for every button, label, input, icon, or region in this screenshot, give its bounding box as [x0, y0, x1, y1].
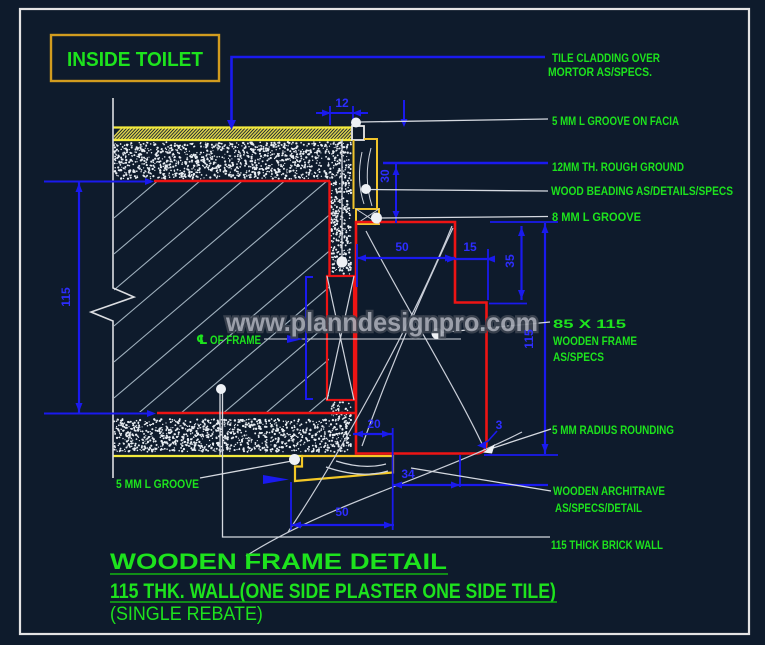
centerline-symbol: ℄: [196, 332, 208, 347]
watermark-text: www.planndesignpro.com: [225, 307, 538, 337]
dim-50-top: 50: [395, 240, 409, 254]
rough-ground-channel: [352, 138, 380, 225]
wall-edge-break-line: [88, 98, 137, 478]
brick-wall-hatch: [114, 182, 329, 412]
centerline-arrow: [287, 335, 303, 343]
title-line2: 115 THK. WALL(ONE SIDE PLASTER ONE SIDE …: [110, 580, 556, 604]
label-architrave-2: AS/SPECS/DETAIL: [555, 501, 642, 515]
dim-15: 15: [463, 240, 477, 254]
dimension-texts: 12 30 50 15 35 115 115 20 3 34 50: [59, 96, 536, 519]
dim-115-left: 115: [59, 287, 73, 307]
dim-34: 34: [401, 467, 415, 481]
white-leader-lines: [199, 118, 552, 538]
dim-115-right: 115: [522, 329, 536, 349]
ground-strip-wood-marks: [326, 275, 355, 401]
label-wood-beading: WOOD BEADING AS/DETAILS/SPECS: [551, 184, 733, 198]
mortar-stipple-texture: [112, 140, 353, 453]
dim-50-bottom: 50: [335, 505, 349, 519]
blue-dimension-arrows: [75, 109, 549, 529]
label-centerline: OF FRAME: [210, 333, 261, 347]
sheet-border: [18, 7, 751, 636]
dim-12: 12: [335, 96, 349, 110]
dim-3: 3: [496, 418, 503, 432]
label-tile-cladding-2: MORTOR AS/SPECS.: [548, 65, 652, 79]
title-line1: WOODEN FRAME DETAIL: [110, 550, 447, 575]
label-brick-wall: 115 THICK BRICK WALL: [551, 538, 663, 552]
dim-35: 35: [503, 254, 517, 268]
title-block: WOODEN FRAME DETAIL 115 THK. WALL(ONE SI…: [110, 550, 557, 625]
label-frame-spec: AS/SPECS: [553, 350, 604, 364]
dim-30: 30: [378, 169, 392, 183]
label-frame-name: WOODEN FRAME: [553, 334, 637, 348]
label-rough-ground: 12MM TH. ROUGH GROUND: [552, 160, 684, 174]
title-line3: (SINGLE REBATE): [110, 603, 263, 625]
label-tile-cladding-1: TILE CLADDING OVER: [552, 51, 660, 65]
leader-dots: [216, 117, 443, 465]
label-groove-5: 5 MM L GROOVE: [116, 477, 199, 491]
inside-toilet-box: [49, 33, 221, 83]
label-radius: 5 MM RADIUS ROUNDING: [552, 423, 674, 437]
inside-toilet-label: INSIDE TOILET: [67, 49, 203, 71]
dim-20: 20: [367, 417, 381, 431]
label-groove-facia: 5 MM L GROOVE ON FACIA: [552, 114, 679, 128]
label-architrave-1: WOODEN ARCHITRAVE: [553, 484, 665, 498]
label-frame-size: 85 X 115: [553, 317, 626, 331]
architrave-grain: [325, 460, 389, 475]
wall-boundary-lines: [154, 179, 355, 415]
ground-strip: [325, 274, 356, 402]
annotation-labels: TILE CLADDING OVER MORTOR AS/SPECS. 5 MM…: [116, 51, 733, 552]
radius-leader-arrow: [483, 444, 495, 454]
label-groove-8: 8 MM L GROOVE: [552, 210, 641, 224]
blue-dimension-lines: [44, 55, 558, 530]
tile-band-hatch: [114, 128, 351, 140]
